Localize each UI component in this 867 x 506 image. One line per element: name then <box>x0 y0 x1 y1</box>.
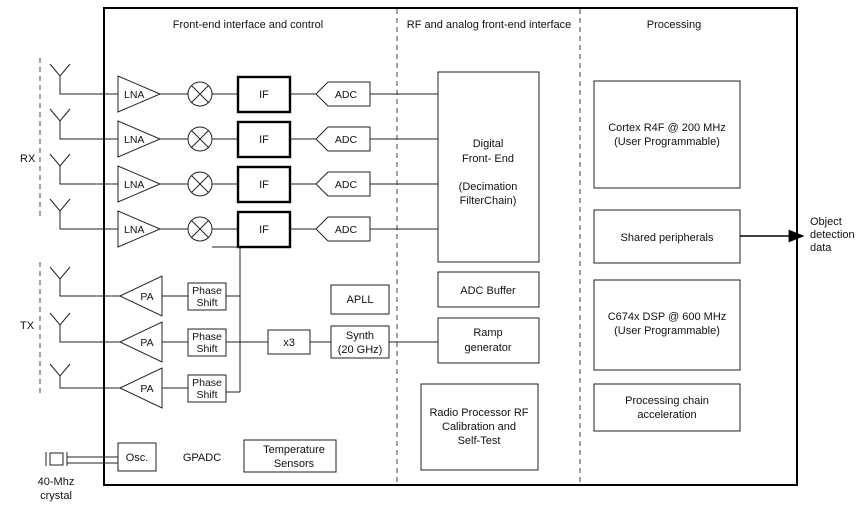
if-label: IF <box>259 224 269 236</box>
radio-proc-line-1: Radio Processor RF <box>429 407 528 419</box>
dfe-line-3: (Decimation <box>459 181 518 193</box>
digital-front-end-block <box>437 71 540 263</box>
pa-label: PA <box>140 337 153 349</box>
crystal-line-2: crystal <box>40 490 72 502</box>
tx-chain-2: PA Phase Shift <box>49 312 240 363</box>
section-title-processing: Processing <box>647 19 701 31</box>
lna-amplifier <box>117 165 162 203</box>
phase-shift-line-2: Shift <box>196 389 217 401</box>
antenna-icon <box>49 312 120 343</box>
antenna-icon <box>49 198 118 230</box>
phase-shift-line-2: Shift <box>196 343 217 355</box>
x3-multiplier-block <box>267 329 311 355</box>
if-label: IF <box>259 179 269 191</box>
dfe-line-4: FilterChain) <box>460 195 517 207</box>
cortex-r4f-block <box>593 80 741 189</box>
processing-chain-block <box>593 383 741 432</box>
tx-chain-1: PA Phase Shift <box>49 266 240 317</box>
pa-label: PA <box>140 383 153 395</box>
phase-shift-block <box>187 374 227 403</box>
mixer-x <box>191 175 209 193</box>
radio-proc-line-2: Calibration and <box>442 421 516 433</box>
gpadc-label: GPADC <box>183 452 221 464</box>
mixer-x <box>191 220 209 238</box>
dsp-line-2: (User Programmable) <box>614 325 720 337</box>
osc-label: Osc. <box>126 452 149 464</box>
section-title-frontend: Front-end interface and control <box>173 19 323 31</box>
phase-shift-line-1: Phase <box>192 377 222 389</box>
radio-processor-block <box>420 383 539 471</box>
adc-label: ADC <box>335 89 358 101</box>
lna-amplifier <box>117 210 162 248</box>
temperature-sensors-block <box>243 439 337 473</box>
c674x-dsp-block <box>593 279 741 371</box>
temp-line-1: Temperature <box>263 444 325 456</box>
synth-line-1: Synth <box>346 330 374 342</box>
oscillator-block <box>117 442 157 472</box>
x3-label: x3 <box>283 337 295 349</box>
output-line-1: Object <box>810 216 842 228</box>
lna-label: LNA <box>124 179 144 191</box>
lna-amplifier <box>117 120 162 158</box>
if-label: IF <box>259 134 269 146</box>
lna-label: LNA <box>124 89 144 101</box>
adc-label: ADC <box>335 224 358 236</box>
mixer-x <box>191 130 209 148</box>
if-block <box>236 165 292 204</box>
if-label: IF <box>259 89 269 101</box>
phase-shift-block <box>187 328 227 357</box>
temp-line-2: Sensors <box>274 458 315 470</box>
adc-label: ADC <box>335 179 358 191</box>
adc-buffer-label: ADC Buffer <box>460 285 516 297</box>
synth-line-2: (20 GHz) <box>338 344 383 356</box>
antenna-icon <box>49 266 120 297</box>
mixer-x <box>191 85 209 103</box>
antenna-icon <box>49 108 118 140</box>
rx-chain-1: LNA IF ADC <box>49 63 438 114</box>
ramp-line-1: Ramp <box>473 327 502 339</box>
phase-shift-line-1: Phase <box>192 285 222 297</box>
radio-proc-line-3: Self-Test <box>458 435 501 447</box>
antenna-icon <box>49 153 118 185</box>
shared-peripherals-label: Shared peripherals <box>621 232 714 244</box>
output-line-2: detection <box>810 229 855 241</box>
rx-chain-4: LNA IF ADC <box>49 198 438 249</box>
chip-boundary <box>103 7 798 486</box>
phase-shift-line-1: Phase <box>192 331 222 343</box>
tx-chain-3: PA Phase Shift <box>49 363 240 409</box>
rx-chain-3: LNA IF ADC <box>49 153 438 204</box>
antenna-icon <box>49 63 118 95</box>
section-title-rf: RF and analog front-end interface <box>407 19 572 31</box>
lna-label: LNA <box>124 134 144 146</box>
ramp-generator-block <box>437 317 540 364</box>
adc-buffer-block <box>437 271 540 308</box>
apll-label: APLL <box>347 294 374 306</box>
crystal-line-1: 40-Mhz <box>38 476 75 488</box>
if-block <box>236 210 292 249</box>
dfe-line-1: Digital <box>473 138 504 150</box>
antenna-icon <box>49 363 120 389</box>
phase-shift-line-2: Shift <box>196 297 217 309</box>
cortex-line-1: Cortex R4F @ 200 MHz <box>608 122 726 134</box>
proc-chain-line-2: acceleration <box>637 409 696 421</box>
rx-label: RX <box>20 153 36 165</box>
output-line-3: data <box>810 242 832 254</box>
lna-label: LNA <box>124 224 144 236</box>
crystal-icon <box>45 452 118 466</box>
if-block <box>236 75 292 114</box>
apll-block <box>330 284 390 315</box>
ramp-line-2: generator <box>464 342 511 354</box>
dsp-line-1: C674x DSP @ 600 MHz <box>608 311 727 323</box>
phase-shift-block <box>187 282 227 311</box>
lna-amplifier <box>117 75 162 113</box>
tx-label: TX <box>20 320 35 332</box>
adc-label: ADC <box>335 134 358 146</box>
cortex-line-2: (User Programmable) <box>614 136 720 148</box>
shared-peripherals-block <box>593 209 741 264</box>
proc-chain-line-1: Processing chain <box>625 395 709 407</box>
rx-chain-2: LNA IF ADC <box>49 108 438 159</box>
pa-label: PA <box>140 291 153 303</box>
dfe-line-2: Front- End <box>462 153 514 165</box>
